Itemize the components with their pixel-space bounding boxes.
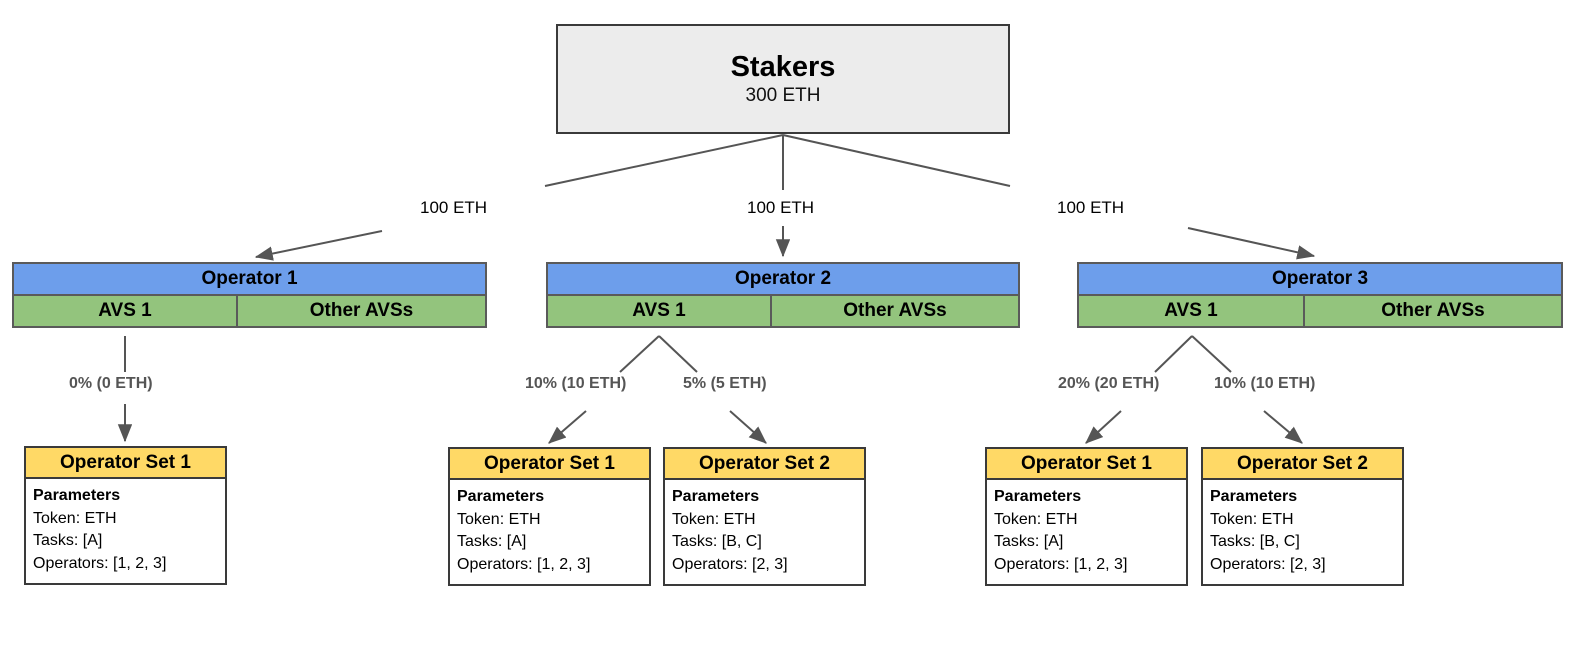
operator-2-avs-row: AVS 1 Other AVSs bbox=[546, 294, 1020, 328]
operator-set-card-3-1-body: Parameters Token: ETH Tasks: [A] Operato… bbox=[985, 478, 1188, 586]
param-token: Token: ETH bbox=[457, 510, 541, 528]
param-tasks: Tasks: [A] bbox=[33, 532, 103, 550]
operator-node-3[interactable]: Operator 3 AVS 1 Other AVSs bbox=[1077, 262, 1563, 328]
operator-3-cell-other-avss[interactable]: Other AVSs bbox=[1303, 294, 1563, 328]
stakers-amount: 300 ETH bbox=[745, 84, 821, 106]
operator-3-cell-avs-1[interactable]: AVS 1 bbox=[1077, 294, 1305, 328]
param-tasks: Tasks: [B, C] bbox=[1210, 533, 1300, 551]
operator-set-card-2-2-title: Operator Set 2 bbox=[663, 447, 866, 480]
param-operators: Operators: [1, 2, 3] bbox=[994, 556, 1128, 574]
param-token: Token: ETH bbox=[994, 510, 1078, 528]
allocation-label-operator-2-set-2: 5% (5 ETH) bbox=[683, 375, 767, 392]
param-token: Token: ETH bbox=[1210, 510, 1294, 528]
stake-edge-label-operator-1: 100 ETH bbox=[420, 198, 488, 217]
param-tasks: Tasks: [B, C] bbox=[672, 533, 762, 551]
operator-set-card-3-1[interactable]: Operator Set 1 Parameters Token: ETH Tas… bbox=[985, 447, 1188, 586]
param-operators: Operators: [2, 3] bbox=[672, 556, 788, 574]
operator-1-avs-row: AVS 1 Other AVSs bbox=[12, 294, 487, 328]
stakers-title: Stakers bbox=[730, 50, 836, 83]
operator-set-card-1-1[interactable]: Operator Set 1 Parameters Token: ETH Tas… bbox=[24, 446, 227, 585]
operator-set-card-3-1-title: Operator Set 1 bbox=[985, 447, 1188, 480]
param-operators: Operators: [1, 2, 3] bbox=[33, 555, 167, 573]
allocation-label-operator-3-set-2: 10% (10 ETH) bbox=[1214, 375, 1316, 392]
operator-set-card-2-1-body: Parameters Token: ETH Tasks: [A] Operato… bbox=[448, 478, 651, 586]
operator-2-cell-avs-1[interactable]: AVS 1 bbox=[546, 294, 772, 328]
params-heading: Parameters bbox=[33, 487, 121, 504]
operator-set-card-2-1[interactable]: Operator Set 1 Parameters Token: ETH Tas… bbox=[448, 447, 651, 586]
operator-set-card-1-1-body: Parameters Token: ETH Tasks: [A] Operato… bbox=[24, 477, 227, 585]
allocation-label-operator-1-set-1: 0% (0 ETH) bbox=[69, 375, 153, 392]
stakers-node[interactable]: Stakers 300 ETH bbox=[556, 24, 1010, 134]
operator-1-cell-avs-1[interactable]: AVS 1 bbox=[12, 294, 238, 328]
param-operators: Operators: [1, 2, 3] bbox=[457, 556, 591, 574]
edge-stakers-to-operator-3 bbox=[782, 134, 1316, 260]
stake-edge-label-operator-2: 100 ETH bbox=[747, 198, 815, 217]
operator-set-card-3-2[interactable]: Operator Set 2 Parameters Token: ETH Tas… bbox=[1201, 447, 1404, 586]
operator-1-cell-other-avss[interactable]: Other AVSs bbox=[236, 294, 487, 328]
operator-3-avs-row: AVS 1 Other AVSs bbox=[1077, 294, 1563, 328]
allocation-label-operator-2-set-1: 10% (10 ETH) bbox=[525, 375, 627, 392]
operator-node-1[interactable]: Operator 1 AVS 1 Other AVSs bbox=[12, 262, 487, 328]
param-tasks: Tasks: [A] bbox=[457, 533, 527, 551]
operator-2-cell-other-avss[interactable]: Other AVSs bbox=[770, 294, 1020, 328]
allocation-label-operator-3-set-1: 20% (20 ETH) bbox=[1058, 375, 1160, 392]
edge-stakers-to-operator-1 bbox=[254, 134, 784, 261]
param-tasks: Tasks: [A] bbox=[994, 533, 1064, 551]
operator-node-2[interactable]: Operator 2 AVS 1 Other AVSs bbox=[546, 262, 1020, 328]
operator-2-header: Operator 2 bbox=[546, 262, 1020, 296]
operator-3-header: Operator 3 bbox=[1077, 262, 1563, 296]
param-operators: Operators: [2, 3] bbox=[1210, 556, 1326, 574]
operator-set-card-2-2-body: Parameters Token: ETH Tasks: [B, C] Oper… bbox=[663, 478, 866, 586]
operator-set-card-2-1-title: Operator Set 1 bbox=[448, 447, 651, 480]
operator-set-card-3-2-title: Operator Set 2 bbox=[1201, 447, 1404, 480]
param-token: Token: ETH bbox=[33, 509, 117, 527]
operator-set-card-3-2-body: Parameters Token: ETH Tasks: [B, C] Oper… bbox=[1201, 478, 1404, 586]
params-heading: Parameters bbox=[1210, 488, 1298, 505]
params-heading: Parameters bbox=[994, 488, 1082, 505]
params-heading: Parameters bbox=[672, 488, 760, 505]
operator-set-card-1-1-title: Operator Set 1 bbox=[24, 446, 227, 479]
operator-set-card-2-2[interactable]: Operator Set 2 Parameters Token: ETH Tas… bbox=[663, 447, 866, 586]
stake-edge-label-operator-3: 100 ETH bbox=[1057, 198, 1125, 217]
operator-1-header: Operator 1 bbox=[12, 262, 487, 296]
params-heading: Parameters bbox=[457, 488, 545, 505]
param-token: Token: ETH bbox=[672, 510, 756, 528]
